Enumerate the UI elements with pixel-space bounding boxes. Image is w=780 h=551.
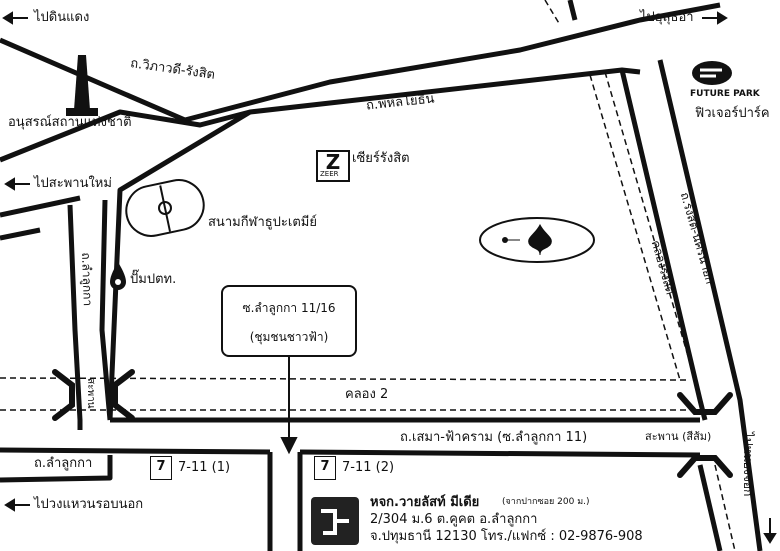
- future-park-logo-icon: [692, 61, 732, 85]
- road-sema-lower-2: [299, 449, 701, 458]
- landmark-bridge-left: สะพาน: [85, 378, 96, 409]
- direction-saphan-mai: ไปสะพานใหม่: [34, 176, 112, 191]
- road-lamlukka-left: [67, 204, 83, 430]
- canal-khlong-2-upper: [0, 377, 691, 381]
- road-east-outer: [657, 59, 763, 551]
- landmark-ptt: ปั๊มปตท.: [130, 272, 177, 287]
- bridge-left-b: [112, 369, 135, 421]
- canal-top: [544, 0, 561, 26]
- direction-wongwaen: ไปวงแหวนรอบนอก: [34, 497, 144, 512]
- landmark-zeer: เซียร์รังสิต: [352, 151, 410, 166]
- road-loop-west: [107, 109, 252, 421]
- road-east-south: [697, 464, 723, 551]
- callout-line2: (ชุมชนชาวฟ้า): [249, 330, 329, 344]
- landmark-monument: อนุสรณ์สถานแห่งชาติ: [8, 115, 132, 130]
- landmark-seven-eleven-2: 7-11 (2): [342, 460, 395, 475]
- destination-callout: ซ.ลำลูกกา 11/16 (ชุมชนชาวฟ้า): [221, 285, 357, 357]
- direction-sutthisan: ไปอุสุธอา: [640, 10, 694, 25]
- landmark-future-park-logo: FUTURE PARK: [690, 89, 760, 99]
- company-address-1: 2/304 ม.6 ต.คูคต อ.ลำลูกกา: [370, 512, 538, 527]
- company-logo-icon: [311, 497, 359, 545]
- bridge-right-a: [677, 392, 733, 415]
- canal-east: [714, 464, 736, 551]
- stadium-icon: [125, 179, 205, 237]
- road-top-vertical: [567, 0, 578, 21]
- canal-label-khlong-2: คลอง 2: [345, 387, 389, 402]
- company-address-2: จ.ปทุมธานี 12130 โทร./แฟกซ์ : 02-9876-90…: [370, 529, 643, 544]
- fleur-emblem-icon: [479, 217, 595, 263]
- road-label-lamlukka-vertical: ถ.ลำลูกกา: [79, 252, 95, 307]
- bridge-left-a: [52, 369, 75, 421]
- road-lamlukka-right: [99, 199, 113, 421]
- canal-rangsit-right: [604, 71, 696, 381]
- landmark-seven-eleven-1: 7-11 (1): [178, 460, 231, 475]
- company-name: หจก.วายลัสท์ มีเดีย: [370, 495, 480, 510]
- bridge-right-b: [677, 455, 733, 478]
- callout-arrow: [280, 353, 298, 455]
- road-label-sema-fah-kram: ถ.เสมา-ฟ้าคราม (ซ.ลำลูกกา 11): [400, 430, 588, 445]
- landmark-zeer-logo: ZEER: [320, 170, 339, 178]
- direction-din-daeng: ไปดินแดง: [34, 10, 90, 25]
- road-upper-edge: [0, 2, 721, 123]
- road-lamlukka-lower: [0, 455, 113, 483]
- direction-nong-chok: ไปหนองจอก: [741, 432, 755, 497]
- landmark-stadium: สนามกีฬาธูปะเตมีย์: [208, 215, 317, 230]
- ptt-icon: [110, 262, 126, 290]
- road-saphan-mai-upper: [0, 195, 81, 218]
- road-lower-edge: [0, 67, 641, 163]
- canal-rangsit-left: [589, 74, 681, 381]
- seven-eleven-2-icon: 7: [314, 456, 336, 480]
- road-sema-lower: [0, 447, 271, 455]
- landmark-bridge-right: สะพาน (สีส้ม): [645, 430, 712, 443]
- zeer-logo-icon: Z: [316, 150, 350, 182]
- callout-line1: ซ.ลำลูกกา 11/16: [242, 301, 336, 315]
- company-note: (จากปากซอย 200 ม.): [502, 497, 590, 507]
- monument-icon: [66, 55, 98, 116]
- road-saphan-mai-lower: [0, 227, 41, 241]
- road-label-lamlukka: ถ.ลำลูกกา: [34, 456, 93, 471]
- seven-eleven-1-icon: 7: [150, 456, 172, 480]
- landmark-future-park: ฟิวเจอร์ปาร์ค: [695, 106, 770, 121]
